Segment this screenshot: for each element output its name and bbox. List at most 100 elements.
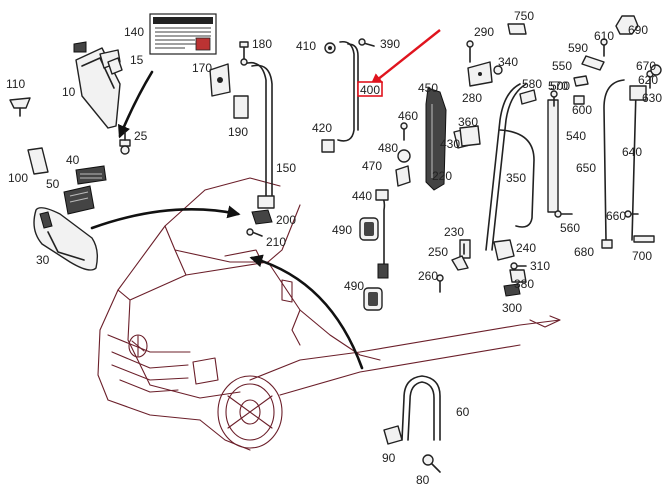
highlight-box — [357, 81, 383, 97]
callout-310: 310 — [530, 259, 550, 273]
callout-690: 680 — [574, 245, 594, 259]
bolt-410-icon — [358, 38, 375, 47]
arrow-label-to-visor — [118, 70, 154, 139]
callout-460: 450 — [418, 81, 438, 95]
screw-620-icon — [600, 38, 608, 57]
grab-handle-450-icon — [375, 189, 389, 279]
callout-580: 570 — [548, 79, 568, 93]
callout-240: 240 — [516, 241, 536, 255]
clip-610-icon — [573, 95, 585, 105]
callout-500-bottom: 490 — [344, 279, 364, 293]
lamp-40-icon — [75, 165, 107, 185]
trim-460-icon — [425, 87, 447, 191]
clip-630-icon — [629, 85, 647, 101]
screw-290-icon — [466, 40, 474, 63]
callout-380: 380 — [514, 277, 534, 291]
highlight-arrow — [370, 29, 441, 86]
screw-580-icon — [550, 90, 558, 107]
callout-170: 170 — [192, 61, 212, 75]
callout-360: 360 — [458, 115, 478, 129]
callout-560: 550 — [552, 59, 572, 73]
callout-700: 690 — [628, 23, 648, 37]
callout-590: 580 — [522, 77, 542, 91]
visor-clip-icon — [73, 41, 87, 53]
clip-200-icon — [251, 209, 273, 225]
screw-470-icon — [400, 122, 408, 141]
grab-handle-220-icon — [485, 83, 527, 251]
callout-660: 650 — [576, 161, 596, 175]
callout-650: 640 — [622, 145, 642, 159]
cap-750-icon — [633, 235, 655, 243]
handle-150-icon — [243, 61, 275, 209]
grab-handle-660-icon — [603, 79, 625, 241]
callout-100: 100 — [8, 171, 28, 185]
callout-50: 50 — [46, 177, 60, 191]
bracket-300-icon — [503, 283, 521, 297]
callout-450: 440 — [352, 189, 372, 203]
callout-110: 110 — [6, 77, 25, 91]
callout-540: 500 — [550, 79, 570, 93]
callout-280: 280 — [462, 91, 482, 105]
callout-30: 30 — [36, 253, 50, 267]
callout-290: 290 — [474, 25, 494, 39]
callout-620: 610 — [594, 29, 614, 43]
callout-10: 10 — [62, 85, 76, 99]
callout-490: 480 — [378, 141, 398, 155]
grab-handle-650-icon — [631, 89, 637, 241]
bracket-280-icon — [467, 61, 493, 87]
callout-210: 210 — [266, 235, 286, 249]
screw-670-icon — [624, 210, 639, 218]
callout-150: 150 — [276, 161, 296, 175]
callout-350: 350 — [506, 171, 526, 185]
grab-handle-60-icon — [401, 375, 441, 441]
arrow-mirror-to-windshield — [90, 205, 241, 230]
cap-360-icon — [459, 125, 481, 147]
callout-260: 260 — [418, 269, 438, 283]
callout-250: 250 — [428, 245, 448, 259]
callout-630: 620 — [638, 73, 658, 87]
lamp-50-icon — [63, 185, 95, 215]
van-outline — [97, 177, 561, 451]
callout-600: 590 — [568, 41, 588, 55]
callout-410: 390 — [380, 37, 400, 51]
screw-570-icon — [554, 210, 573, 218]
grab-handle-400-icon — [337, 40, 359, 142]
screw-260-icon — [436, 274, 444, 293]
callout-25: 25 — [134, 129, 148, 143]
callout-480: 470 — [362, 159, 382, 173]
clip-480-icon — [395, 165, 411, 187]
callout-420: 410 — [296, 39, 316, 53]
cover-190-icon — [233, 95, 249, 119]
clip-560-icon — [573, 75, 589, 87]
callout-180: 180 — [252, 37, 272, 51]
callout-610: 600 — [572, 103, 592, 117]
cover-500-top-icon — [359, 217, 379, 241]
callout-60: 60 — [456, 405, 470, 419]
arrow-grab-handle-to-door — [249, 254, 364, 370]
callout-140: 140 — [124, 25, 144, 39]
callout-200: 200 — [276, 213, 296, 227]
cap-700-icon — [615, 15, 639, 35]
bolt-80-icon — [422, 454, 441, 473]
callout-90: 90 — [382, 451, 396, 465]
callout-300: 300 — [502, 301, 522, 315]
clip-590-icon — [519, 89, 537, 105]
callout-670: 660 — [606, 209, 626, 223]
clip-690-icon — [601, 239, 613, 249]
callout-220: 220 — [432, 169, 452, 183]
callout-15: 15 — [130, 53, 144, 67]
warning-sticker-icon — [149, 13, 217, 55]
grab-handle-350-icon — [499, 129, 535, 228]
washer-90-icon — [383, 425, 403, 445]
callout-labels: 10 15 25 30 40 50 60 80 90 100 110 140 1… — [6, 9, 662, 487]
cap-680-icon — [650, 64, 662, 76]
trim-550-icon — [547, 99, 559, 213]
lens-100-icon — [27, 147, 49, 175]
callout-800: 750 — [514, 9, 534, 23]
screw-210-icon — [246, 228, 263, 237]
callout-500-top: 490 — [332, 223, 352, 237]
plug-800-icon — [507, 23, 527, 35]
clip-250-icon — [451, 255, 469, 271]
